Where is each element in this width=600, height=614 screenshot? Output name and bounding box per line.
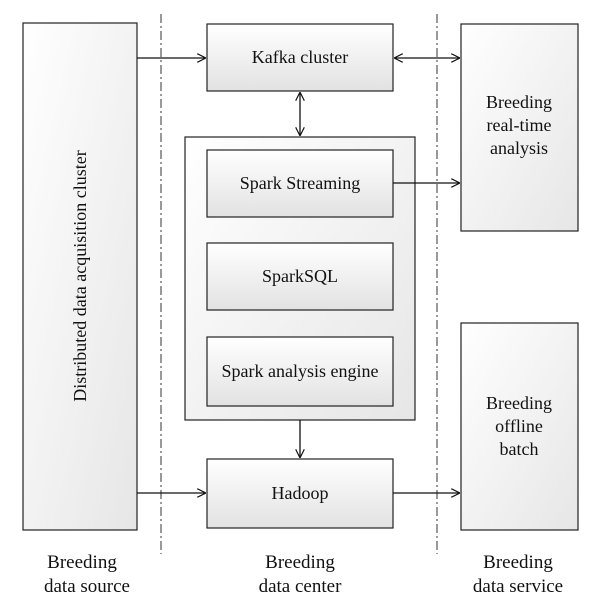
source-cluster-box: Distributed data acquisition cluster xyxy=(22,22,138,531)
offline-line-1: Breeding xyxy=(486,393,552,413)
source-cluster-label: Distributed data acquisition cluster xyxy=(70,150,90,401)
spark-engine-label: Spark analysis engine xyxy=(222,361,379,381)
realtime-line-3: analysis xyxy=(490,138,548,158)
spark-engine-box: Spark analysis engine xyxy=(206,336,394,407)
svg-text:Breeding: Breeding xyxy=(47,552,117,573)
kafka-label: Kafka cluster xyxy=(252,47,348,67)
spark-streaming-label: Spark Streaming xyxy=(240,173,360,193)
hadoop-label: Hadoop xyxy=(272,483,329,503)
spark-streaming-box: Spark Streaming xyxy=(206,149,394,218)
realtime-line-1: Breeding xyxy=(486,92,552,112)
svg-text:Breeding: Breeding xyxy=(483,552,553,573)
sparksql-box: SparkSQL xyxy=(206,242,394,311)
svg-text:Breeding: Breeding xyxy=(265,552,335,573)
offline-batch-box: Breeding offline batch xyxy=(460,322,579,531)
svg-text:data source: data source xyxy=(44,576,130,597)
realtime-analysis-box: Breeding real-time analysis xyxy=(460,23,579,232)
svg-text:data center: data center xyxy=(259,576,342,597)
column-label-center: Breeding data center xyxy=(259,552,342,597)
svg-text:data service: data service xyxy=(473,576,563,597)
kafka-box: Kafka cluster xyxy=(206,23,394,92)
column-label-source: Breeding data source xyxy=(44,552,130,597)
offline-line-3: batch xyxy=(500,439,539,459)
realtime-line-2: real-time xyxy=(487,115,552,135)
sparksql-label: SparkSQL xyxy=(262,266,338,286)
hadoop-box: Hadoop xyxy=(206,458,394,529)
column-label-service: Breeding data service xyxy=(473,552,563,597)
offline-line-2: offline xyxy=(495,416,543,436)
